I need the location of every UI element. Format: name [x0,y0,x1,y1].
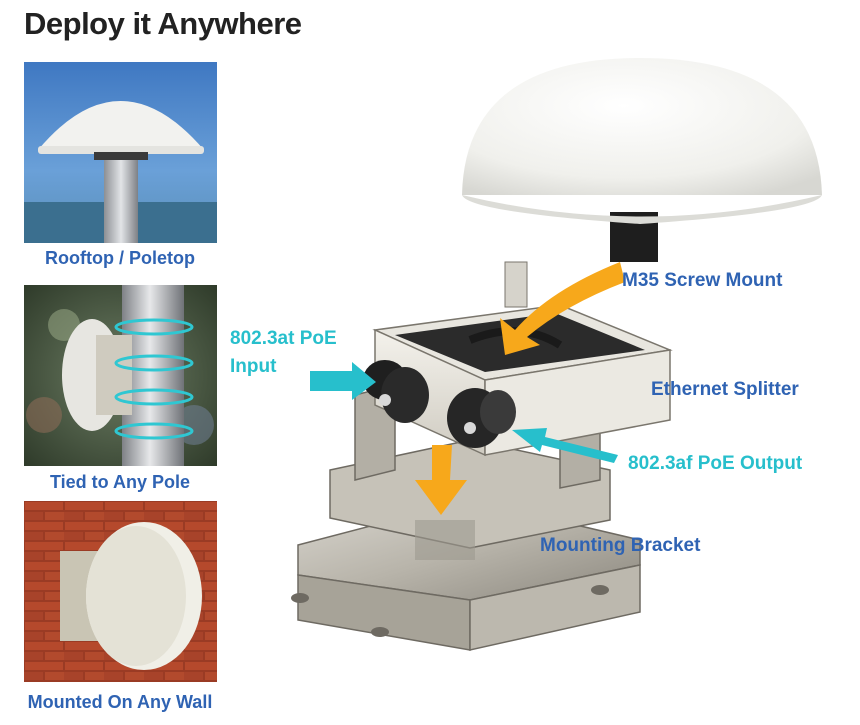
wall-caption: Mounted On Any Wall [27,692,213,712]
screw-mount-label: M35 Screw Mount [622,270,783,291]
poe-output-label: 802.3af PoE Output [628,453,803,474]
screw-mount-arrow [500,262,625,355]
mounting-bracket-label: Mounting Bracket [540,535,701,556]
poe-input-arrow [310,362,376,400]
page-title: Deploy it Anywhere [24,6,302,41]
rooftop-image [24,62,217,243]
pole-image [24,285,217,466]
poe-connectors [363,360,516,448]
poe-input-label-line2: Input [230,356,277,377]
bracket-arrow [415,445,467,515]
rooftop-caption: Rooftop / Poletop [45,248,195,268]
dome-antenna [462,58,822,262]
ethernet-splitter-label: Ethernet Splitter [651,379,799,400]
poe-input-label-line1: 802.3at PoE [230,328,337,349]
poe-output-arrow [512,428,618,463]
mounting-bracket-shape [291,384,641,651]
pole-caption: Tied to Any Pole [49,472,191,492]
wall-image [24,501,217,682]
